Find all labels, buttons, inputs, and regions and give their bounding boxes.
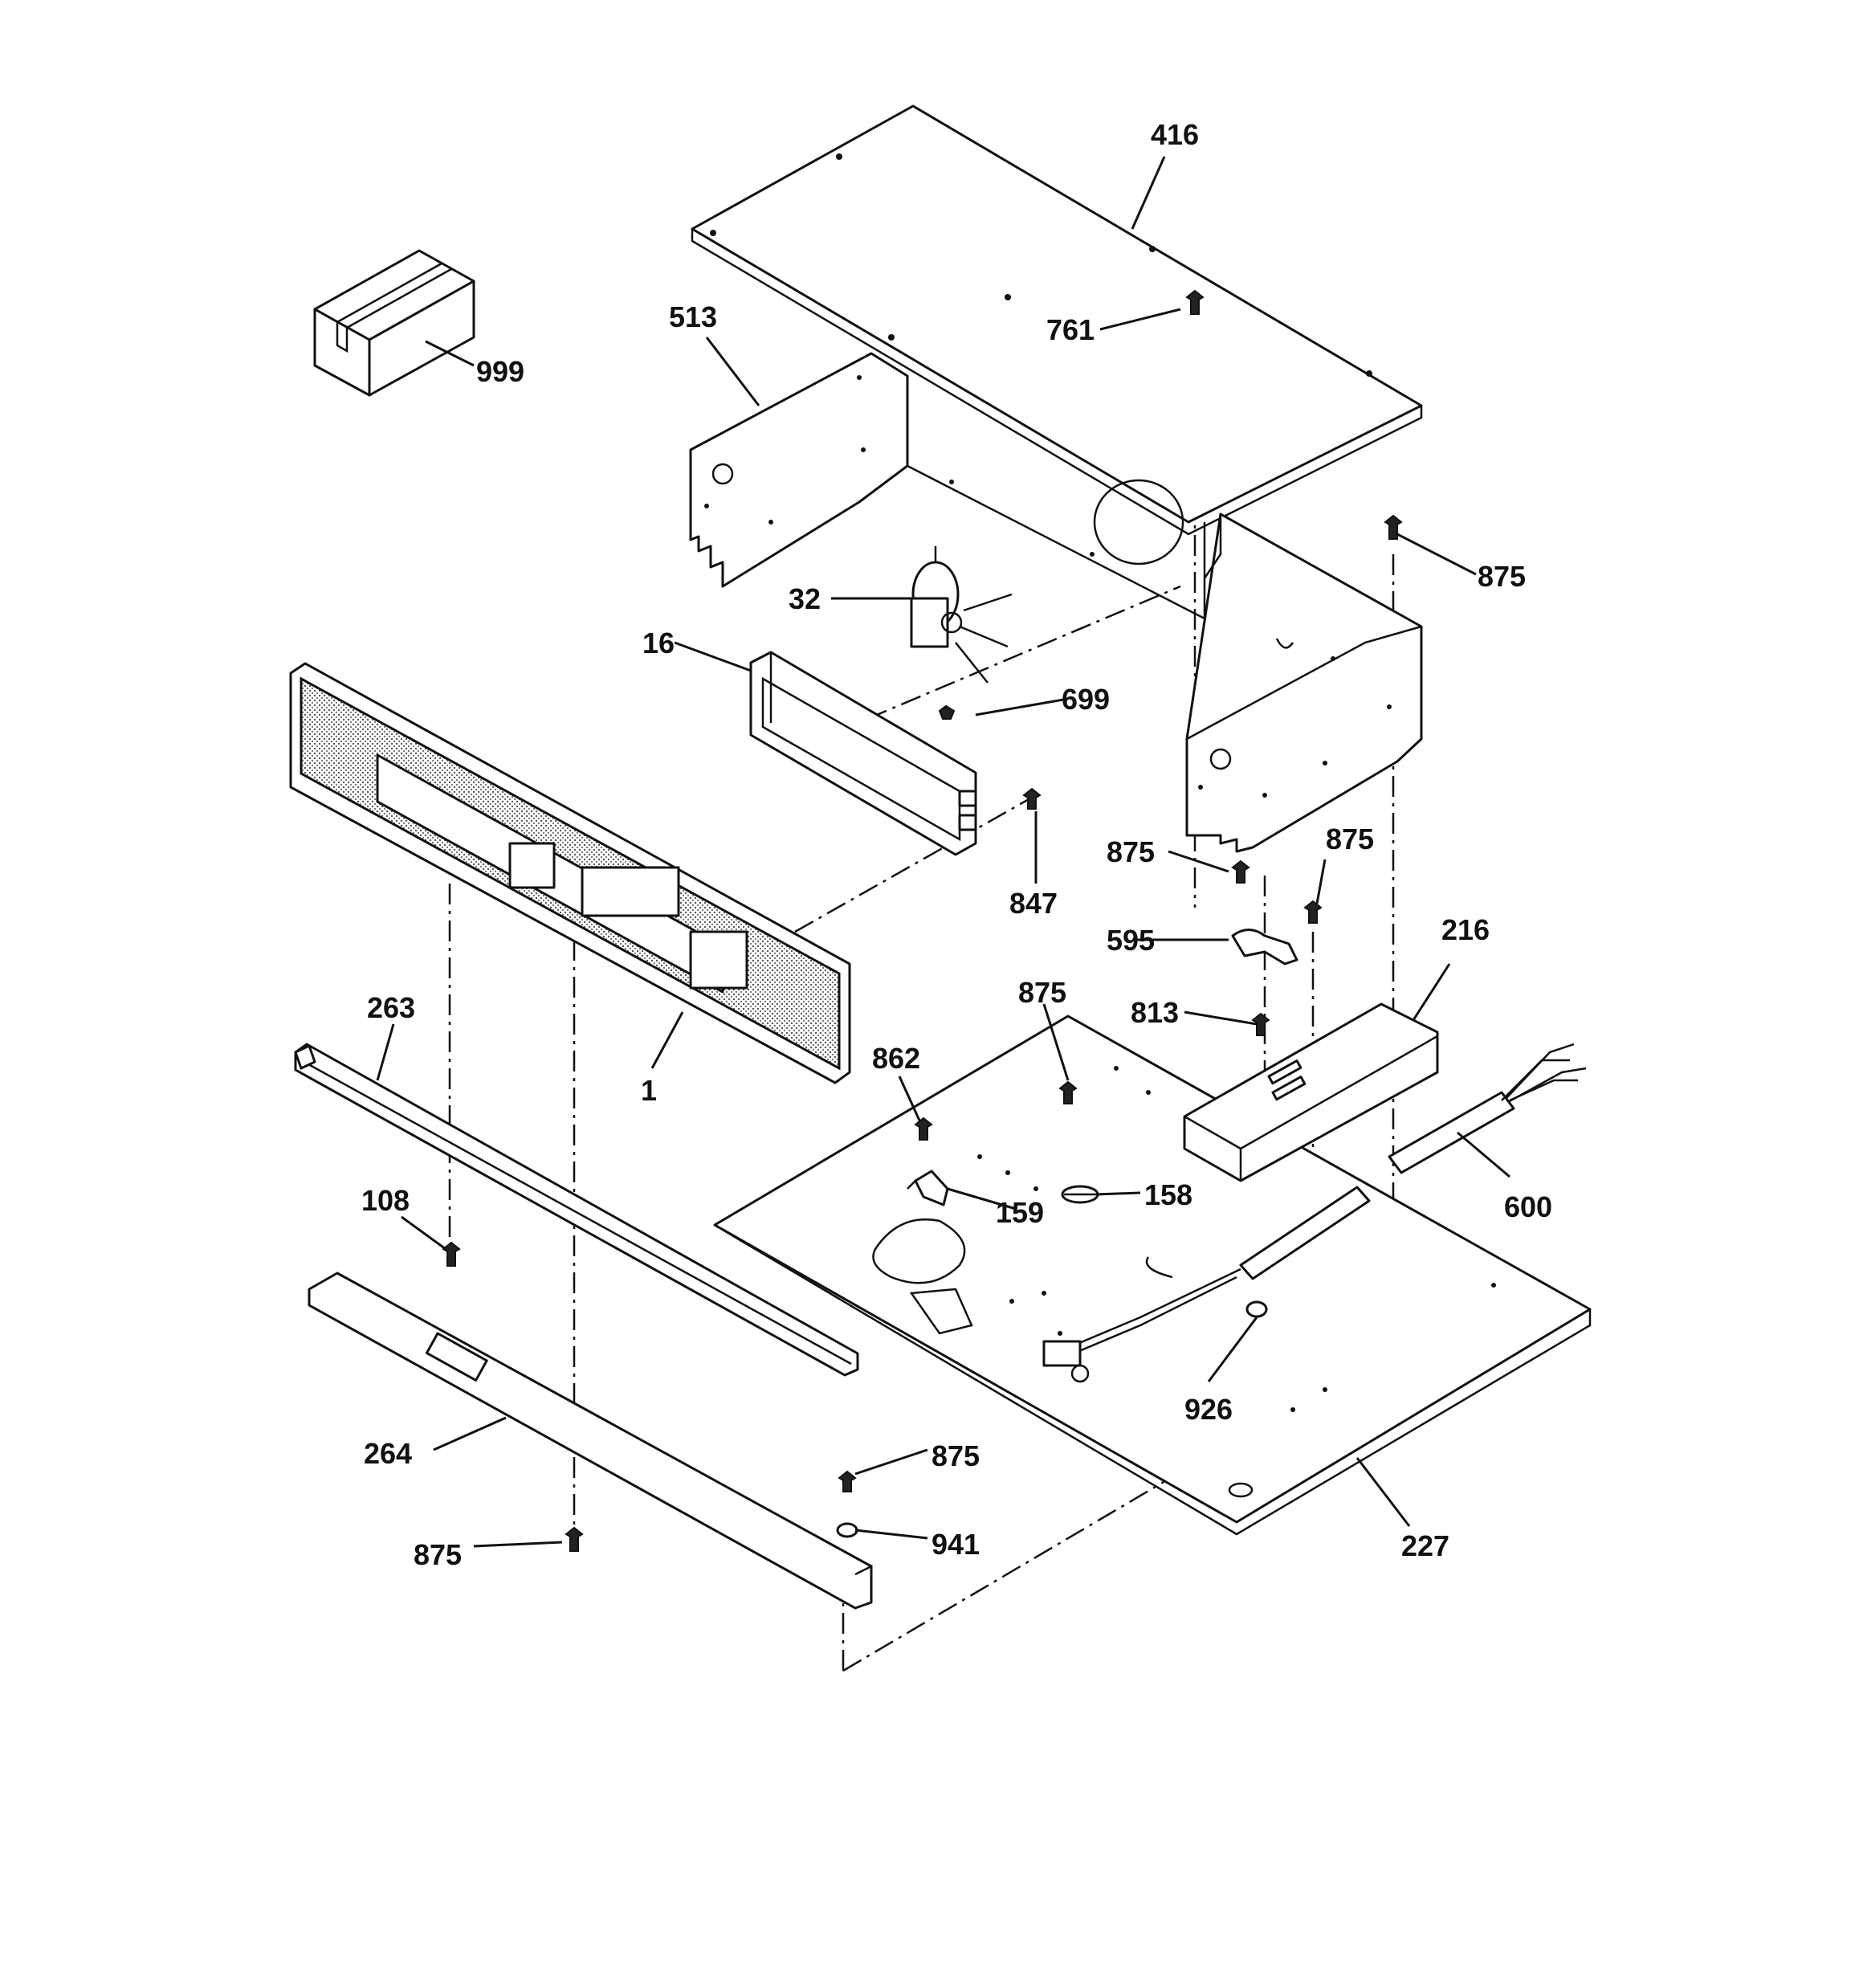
right-side-panel (1185, 512, 1423, 853)
control-panel-1 (289, 662, 851, 1084)
top-cover-416 (691, 104, 1423, 536)
callout-513: 513 (669, 300, 717, 333)
callout-264: 264 (364, 1437, 412, 1470)
callout-875-d: 875 (932, 1439, 980, 1472)
callout-875-e: 875 (414, 1538, 462, 1571)
callout-761: 761 (1046, 313, 1095, 346)
thermostat-159 (907, 1170, 949, 1206)
bracket-216 (1183, 1002, 1439, 1182)
callout-875-c: 875 (1018, 976, 1066, 1009)
callout-32: 32 (789, 582, 821, 615)
callout-227: 227 (1401, 1529, 1449, 1562)
callout-158: 158 (1144, 1178, 1192, 1211)
control-board-16 (749, 651, 977, 856)
callout-595: 595 (1107, 924, 1155, 957)
wire-harness (1042, 1186, 1371, 1383)
callout-813: 813 (1131, 996, 1179, 1029)
callout-216: 216 (1441, 913, 1490, 946)
callout-1: 1 (641, 1074, 657, 1107)
side-panel-513 (689, 352, 909, 588)
fasteners (442, 289, 1403, 1552)
callout-600: 600 (1504, 1190, 1552, 1223)
callout-263: 263 (367, 991, 415, 1024)
kick-plate-264 (308, 1272, 873, 1610)
callout-159: 159 (996, 1196, 1044, 1229)
callout-941: 941 (932, 1528, 980, 1561)
callout-926: 926 (1184, 1393, 1233, 1426)
trim-strip-263 (294, 1043, 859, 1377)
callout-875-b: 875 (1326, 823, 1374, 855)
leader-lines (376, 156, 1510, 1548)
callout-875-a: 875 (1107, 835, 1155, 868)
callout-16: 16 (642, 627, 675, 659)
callout-999: 999 (476, 355, 524, 388)
callout-699: 699 (1062, 683, 1110, 716)
callout-416: 416 (1151, 118, 1199, 151)
callout-labels: 416 513 761 999 875 32 16 699 847 875 87… (361, 118, 1552, 1571)
callout-862: 862 (872, 1042, 920, 1075)
terminal-block-600 (1388, 1043, 1587, 1174)
callout-875-top: 875 (1478, 560, 1526, 593)
callout-108: 108 (361, 1184, 410, 1217)
thermostat-158 (1061, 1185, 1099, 1204)
base-plate-227 (713, 1014, 1592, 1536)
box-999 (313, 249, 475, 397)
callout-847: 847 (1009, 887, 1058, 920)
fan-motor-32 (910, 546, 1013, 684)
